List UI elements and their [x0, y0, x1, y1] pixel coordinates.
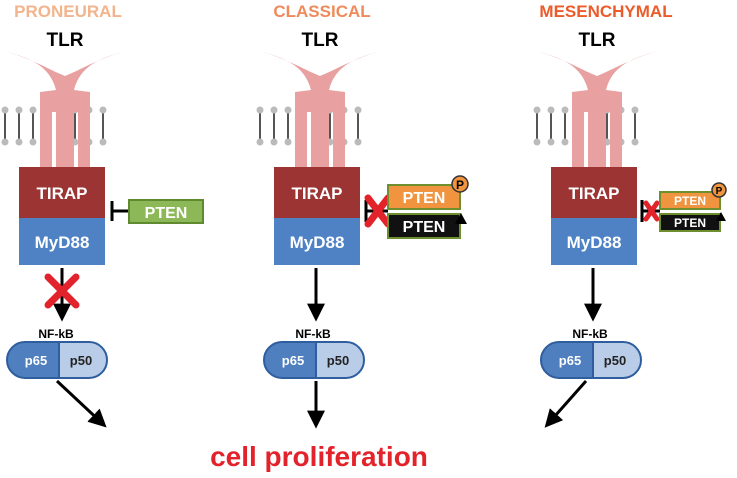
p50-label: p50 — [327, 353, 349, 368]
nfkb-label: NF-kB — [572, 327, 608, 341]
membrane — [256, 106, 362, 146]
myd88-box — [274, 218, 360, 265]
tirap-box — [551, 167, 637, 218]
p65-subunit — [6, 341, 60, 379]
myd88-box — [19, 218, 105, 265]
myd88-label: MyD88 — [35, 233, 90, 252]
block-x-icon — [643, 200, 660, 222]
tirap-label: TIRAP — [569, 184, 620, 203]
p50-subunit — [315, 341, 365, 379]
pten-box — [128, 199, 204, 224]
p65-label: p65 — [282, 353, 304, 368]
receptor-label: TLR — [47, 30, 84, 51]
tlr-receptor — [262, 52, 378, 170]
column-proneural: PRONEURAL TLR TIRAP MyD88 PTEN NF-kB p65… — [1, 2, 204, 428]
p65-subunit — [540, 341, 594, 379]
tlr-receptor — [539, 52, 655, 170]
p65-label: p65 — [559, 353, 581, 368]
tlr-receptor — [7, 52, 123, 170]
tirap-box — [19, 167, 105, 218]
p50-subunit — [592, 341, 642, 379]
tirap-label: TIRAP — [292, 184, 343, 203]
p50-label: p50 — [70, 353, 92, 368]
outcome-arrow — [55, 379, 107, 428]
membrane — [1, 106, 107, 146]
subtype-title: CLASSICAL — [273, 2, 370, 21]
p65-label: p65 — [25, 353, 47, 368]
pten-phospho-label: PTEN — [674, 194, 706, 208]
block-x-icon — [364, 194, 392, 228]
myd88-label: MyD88 — [290, 233, 345, 252]
pten-label: PTEN — [145, 205, 188, 222]
receptor-label: TLR — [579, 30, 616, 51]
p65-subunit — [263, 341, 317, 379]
myd88-box — [551, 218, 637, 265]
myd88-label: MyD88 — [567, 233, 622, 252]
nfkb-label: NF-kB — [38, 327, 74, 341]
pten-black-box — [659, 213, 721, 232]
phospho-circle — [711, 182, 727, 198]
pten-black-label: PTEN — [674, 216, 706, 230]
subtype-title: MESENCHYMAL — [539, 2, 672, 21]
triangle-icon — [455, 213, 467, 224]
subtype-title: PRONEURAL — [14, 2, 122, 21]
nfkb-label: NF-kB — [295, 327, 331, 341]
pten-black-box — [387, 213, 461, 239]
tirap-box — [274, 167, 360, 218]
tirap-label: TIRAP — [37, 184, 88, 203]
outcome-label: cell proliferation — [210, 441, 428, 472]
p50-subunit — [58, 341, 108, 379]
phospho-mark: P — [716, 186, 723, 197]
triangle-icon — [716, 212, 726, 221]
p50-label: p50 — [604, 353, 626, 368]
outcome-arrow — [544, 380, 588, 428]
column-classical: CLASSICAL TLR TIRAP MyD88 PTEN P PTEN — [256, 2, 469, 429]
membrane — [533, 106, 639, 146]
receptor-label: TLR — [302, 30, 339, 51]
pten-phospho-label: PTEN — [403, 190, 446, 207]
pten-phospho-box — [659, 191, 721, 210]
phospho-circle — [451, 175, 469, 193]
pten-black-label: PTEN — [403, 219, 446, 236]
column-mesenchymal: MESENCHYMAL TLR TIRAP MyD88 PTEN P PTEN — [533, 2, 727, 428]
block-x-icon — [44, 273, 80, 309]
phospho-mark: P — [456, 178, 464, 192]
pten-phospho-box — [387, 184, 461, 210]
